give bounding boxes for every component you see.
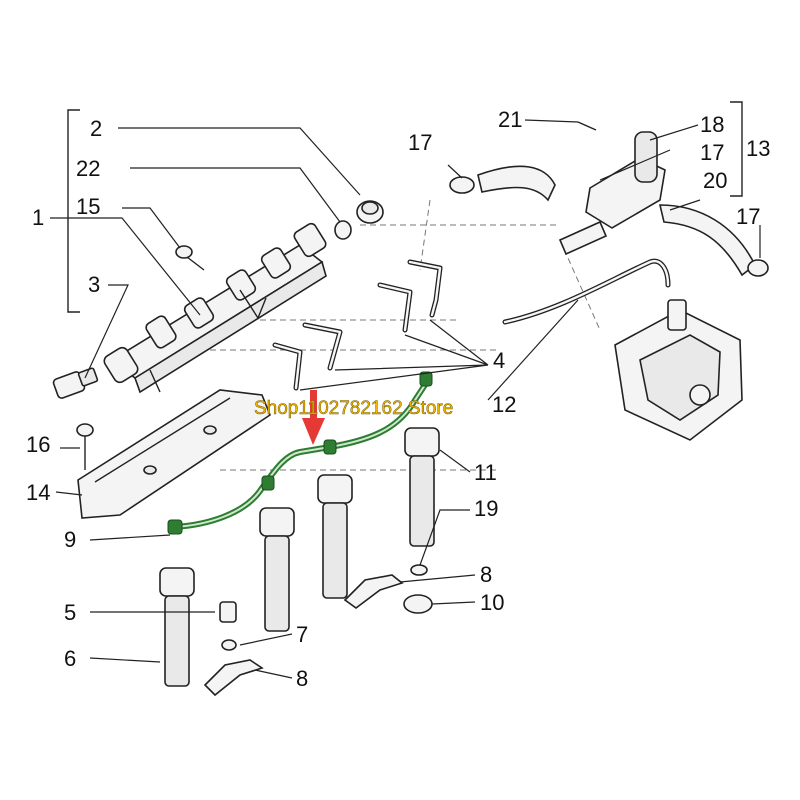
injector-pipes (272, 259, 443, 391)
group-bracket-left (67, 109, 80, 313)
plug-2 (356, 200, 384, 224)
callout-8-lower: 8 (296, 666, 308, 691)
injector-2 (259, 507, 295, 632)
screw-15 (175, 245, 205, 271)
injector-1 (159, 567, 195, 687)
cover-14 (77, 389, 271, 519)
callout-22: 22 (76, 156, 100, 181)
red-arrow-icon (302, 390, 325, 445)
leader-lines (50, 119, 761, 679)
callout-21: 21 (498, 107, 522, 132)
callout-17-right: 17 (736, 204, 760, 229)
washer-7 (221, 639, 237, 651)
callout-17-mid: 17 (700, 140, 724, 165)
callout-6: 6 (64, 646, 76, 671)
callout-19: 19 (474, 496, 498, 521)
group-bracket-right (730, 101, 743, 197)
pressure-sensor (52, 367, 99, 399)
sleeve-5 (219, 601, 237, 623)
callout-2: 2 (90, 116, 102, 141)
callout-20: 20 (703, 168, 727, 193)
callout-16: 16 (26, 432, 50, 457)
hose-assembly (449, 121, 769, 277)
store-watermark: Shop1102782162 Store (254, 398, 453, 419)
injector-4 (404, 427, 440, 547)
clamp-8-upper (343, 574, 404, 609)
bolt-16 (76, 423, 94, 470)
callout-14: 14 (26, 480, 50, 505)
callout-7: 7 (296, 622, 308, 647)
callouts: 2 22 15 1 3 16 14 9 5 6 7 8 17 21 18 17 … (26, 107, 770, 691)
callout-4: 4 (493, 348, 505, 373)
callout-8-upper: 8 (480, 562, 492, 587)
seal-22 (334, 220, 352, 240)
fuel-rail (103, 222, 327, 394)
callout-9: 9 (64, 527, 76, 552)
high-pressure-pump (614, 299, 743, 441)
washer-19 (410, 564, 428, 576)
callout-1: 1 (32, 205, 44, 230)
clamp-8-lower (203, 659, 264, 697)
callout-17-left: 17 (408, 130, 432, 155)
callout-18: 18 (700, 112, 724, 137)
injector-3 (317, 474, 353, 599)
callout-15: 15 (76, 194, 100, 219)
callout-13: 13 (746, 136, 770, 161)
return-line (502, 258, 671, 325)
callout-10: 10 (480, 590, 504, 615)
callout-5: 5 (64, 600, 76, 625)
callout-12: 12 (492, 392, 516, 417)
seal-10 (403, 594, 433, 614)
leak-off-pipe-highlight (167, 371, 433, 535)
callout-3: 3 (88, 272, 100, 297)
assembly-guides (210, 199, 601, 471)
callout-11: 11 (474, 460, 497, 485)
